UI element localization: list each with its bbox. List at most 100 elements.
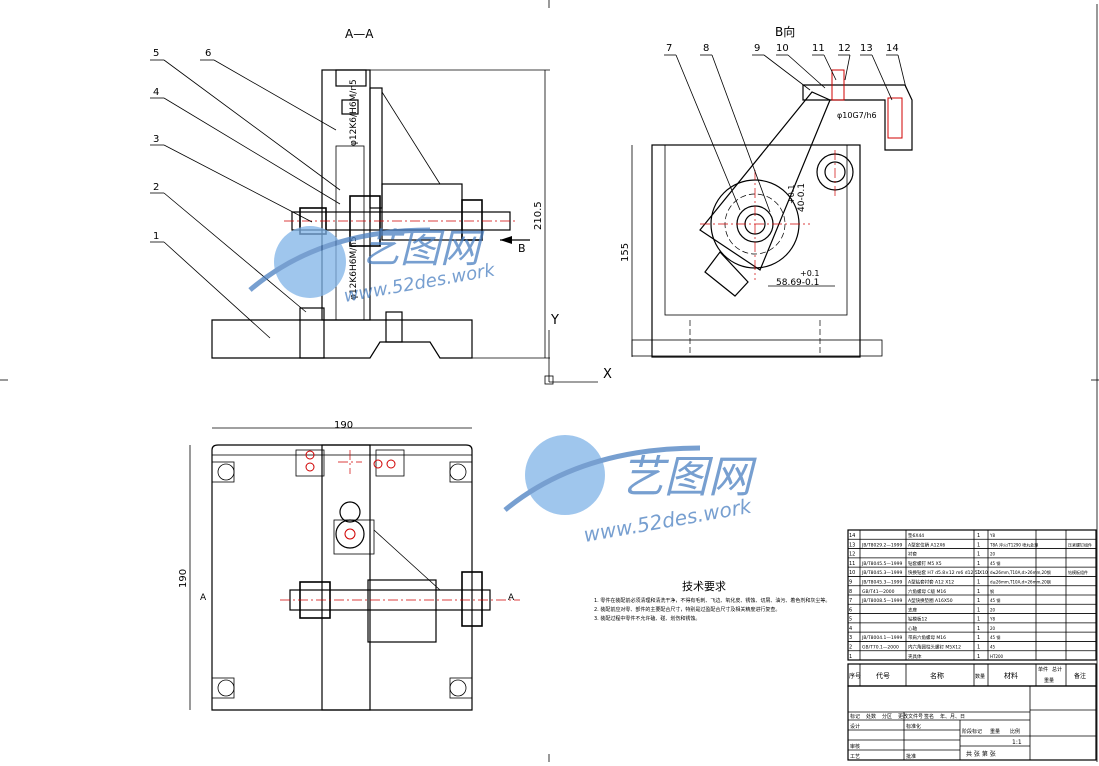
bom-cell-name: 支座	[908, 606, 917, 613]
fit-label-1: φ12K6/H6M/n5	[349, 79, 359, 146]
tb-sheets: 共 张 第 张	[966, 750, 996, 758]
bom-cell-name: 钻模板12	[908, 616, 927, 623]
bore-plan	[339, 501, 361, 523]
swing-arm	[699, 91, 831, 271]
base-plan	[211, 444, 473, 711]
tech-line-2: 2. 装配前应对零、部件的主要配合尺寸，特别是过盈配合尺寸及相关精度进行复查。	[594, 606, 780, 613]
bom-cell-code: JB/T8004.1—1999	[861, 635, 903, 641]
bom-cell-code: JB/T8045.3—1999	[861, 580, 903, 586]
watermark-brand-1: 艺图网	[360, 226, 485, 272]
watermark-2: 艺图网 www.52des.work	[503, 435, 757, 547]
tb-weight: 重量	[990, 728, 1000, 735]
bom-h-code: 代号	[876, 671, 890, 680]
bom-cell-mat: 20	[990, 626, 996, 631]
bom-cell-mat: 钢	[990, 588, 994, 594]
tb-design: 设计	[850, 723, 860, 730]
bom-cell-mat: d≤26mm,T10A,d>26mm,20钢	[990, 569, 1051, 575]
section-mark-right: A	[508, 593, 515, 603]
support-hatched	[335, 145, 365, 321]
plan-view: 190 190 A A	[178, 420, 520, 711]
balloon-5: 5	[153, 48, 159, 59]
tb-scale: 比例	[1010, 728, 1020, 735]
bom-cell-name: A型钻套衬套 A12 X12	[908, 579, 954, 586]
bom-h-name: 名称	[930, 671, 944, 680]
bom-cell-note: 钻模板组件	[1068, 569, 1088, 575]
view-b-title: B向	[775, 24, 795, 39]
tb-craft: 工艺	[850, 754, 860, 760]
fit-label-3: φ10G7/h6	[837, 111, 877, 120]
bom-cell-qty: 1	[977, 561, 980, 567]
watermark-globe-icon	[274, 226, 346, 298]
bom-cell-qty: 1	[977, 598, 980, 604]
bom-cell-no: 9	[849, 580, 852, 586]
bom-header: 序号 代号 名称 数量 材料 单件 总计 重量 备注	[847, 663, 1097, 687]
axis-y-label: Y	[550, 313, 559, 328]
bom-cell-no: 2	[849, 645, 852, 651]
bom-cell-mat: Y8	[989, 533, 995, 538]
balloon-7: 7	[666, 43, 672, 54]
bom-cell-no: 13	[849, 542, 855, 548]
bom-h-weight: 重量	[1044, 677, 1054, 684]
bom-cell-code: GB/T70.1—2000	[862, 645, 899, 651]
tb-sign: 签名	[924, 713, 934, 720]
bom-h-unitw: 单件	[1038, 666, 1048, 673]
arrow-b-label: B	[518, 242, 526, 255]
bom-cell-name: A型定位销 A12X6	[908, 541, 945, 548]
bom-cell-qty: 1	[977, 626, 980, 632]
bom-cell-name: 夹具体	[908, 653, 922, 660]
bom-cell-code: JB/T8008.5—1999	[861, 598, 903, 604]
section-aa-title: A—A	[345, 27, 374, 41]
support-plan	[321, 444, 371, 711]
bushing-b2	[887, 97, 903, 139]
bom-cell-no: 5	[849, 617, 852, 623]
bom-cell-name: 垫6X44	[908, 532, 924, 539]
pin-pocket	[385, 311, 403, 343]
bom-cell-no: 1	[849, 654, 852, 660]
leader-lines-b	[664, 54, 907, 213]
bom-h-mat: 材料	[1004, 671, 1018, 680]
tb-stage: 阶段标记	[962, 728, 982, 735]
fixture-body-b	[651, 144, 861, 358]
bom-h-no: 序号	[849, 672, 861, 680]
tb-std: 标准化	[906, 723, 921, 730]
bom-cell-code: JB/T8045.3—1999	[861, 570, 903, 576]
bom-cell-mat: 20	[990, 552, 996, 557]
balloon-11: 11	[812, 43, 825, 54]
title-block: 标记 处数 分区 更改文件号 签名 年、月、日 设计 标准化 审核 工艺 批准 …	[847, 685, 1097, 761]
knurled-cap	[335, 69, 367, 87]
bom-cell-mat: Y8	[989, 617, 995, 622]
dim-b-tol: +0.1	[787, 185, 796, 204]
bom-cell-mat: T8A 淬火/T1290 喷丸处理	[989, 541, 1038, 547]
bom-cell-qty: 1	[977, 654, 980, 660]
section-aa-view: A—A B φ12K6/H6M/n5	[150, 27, 550, 359]
bom-cell-qty: 1	[977, 533, 980, 539]
knurled-nut-right	[461, 199, 483, 241]
latch	[704, 251, 749, 297]
bom-cell-name: A型快换垫圈 A16X50	[908, 597, 953, 604]
dim-height-total: 210.5	[533, 201, 544, 230]
view-b: B向 155 58.69-0.1 +0.1 40-0.1 +0.1 φ10G7/…	[620, 24, 913, 358]
tb-mark: 标记	[850, 713, 860, 720]
bom-cell-name: 内六角圆柱头螺钉 M5X12	[908, 644, 961, 651]
dim-depth-plan: 190	[178, 569, 189, 588]
bom-cell-note: 压紧螺钉组件	[1068, 541, 1092, 547]
bom-cell-mat: 45 钢	[990, 634, 1000, 640]
bom-cell-no: 4	[849, 626, 852, 632]
bom-cell-qty: 1	[977, 635, 980, 641]
bom-cell-name: 钻套螺钉 M5 X5	[908, 560, 942, 567]
balloon-14: 14	[886, 43, 899, 54]
bom-cell-mat: 45	[990, 645, 996, 650]
bom-cell-name: 快换钻套 H7 d5.8×12 m6 d12.5 X10	[908, 569, 988, 576]
bushing-top	[341, 99, 359, 115]
bom-cell-qty: 1	[977, 645, 980, 651]
bom-cell-no: 10	[849, 570, 855, 576]
tech-requirements: 技术要求 1. 零件在装配前必须清理和清洗干净，不得有毛刺、飞边、氧化皮、锈蚀、…	[594, 580, 830, 622]
leader-lines	[150, 59, 341, 339]
bom-cell-qty: 1	[977, 570, 980, 576]
bom-cell-mat: d≤26mm,T10A,d>26mm,20钢	[990, 579, 1051, 585]
clamp-plan	[367, 579, 437, 643]
balloon-6: 6	[205, 48, 211, 59]
